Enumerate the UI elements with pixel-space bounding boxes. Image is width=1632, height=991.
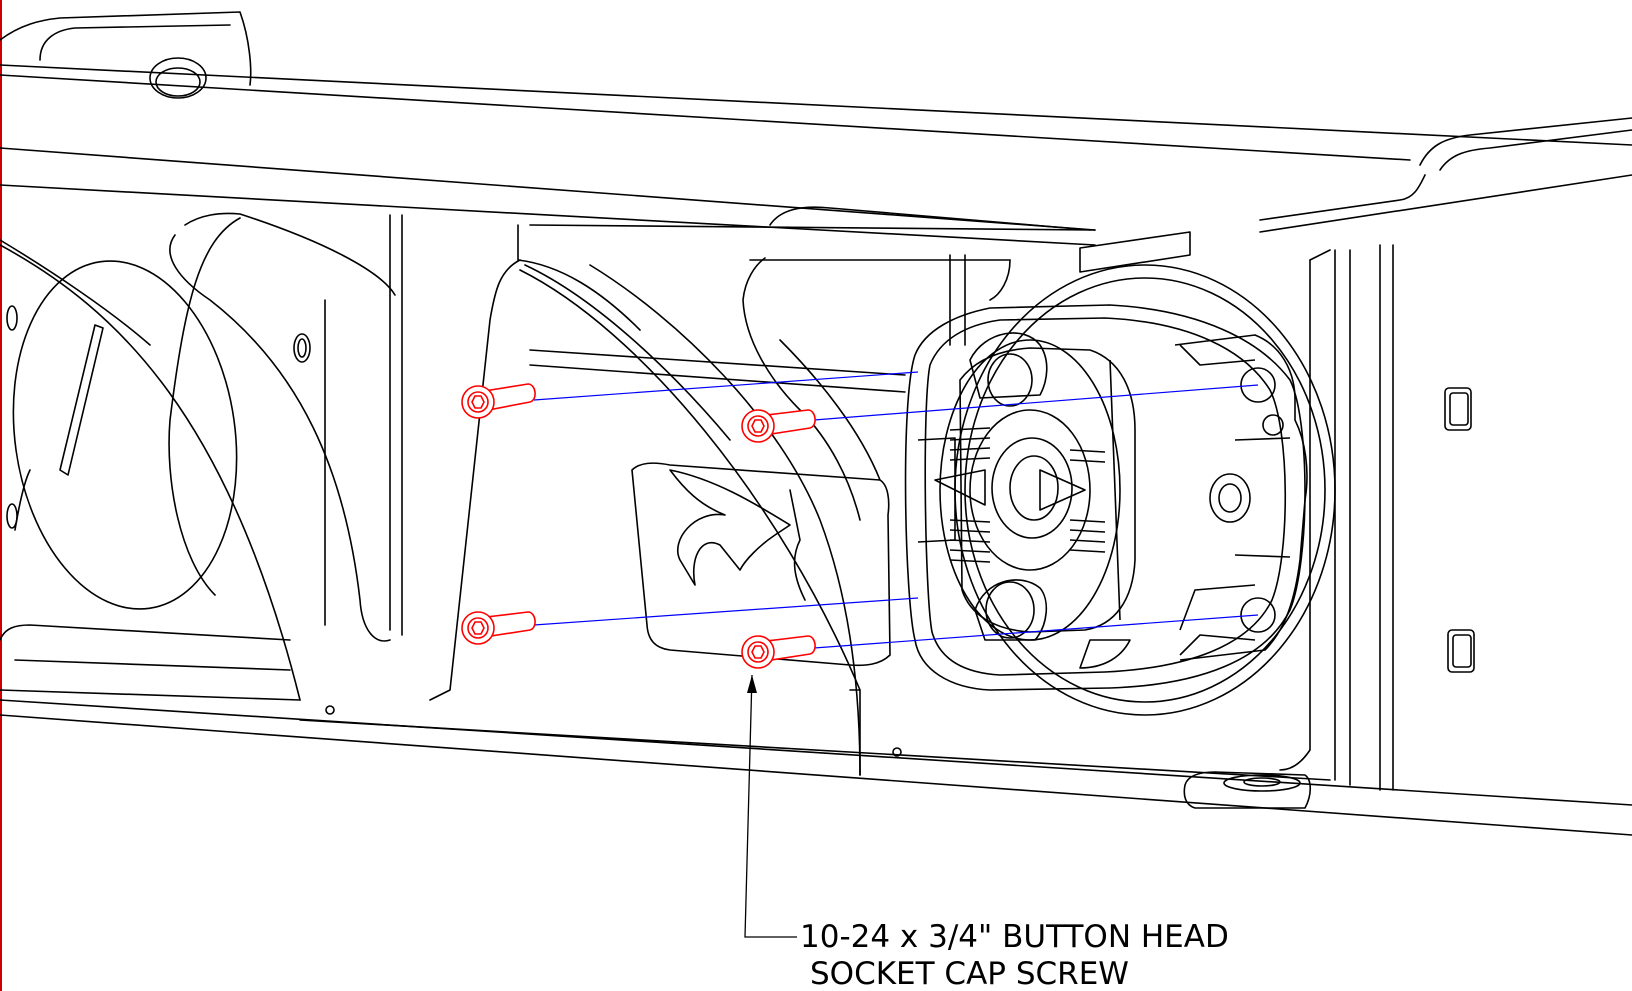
assembly-line-upper-left bbox=[533, 371, 919, 401]
screw-lower-left bbox=[461, 611, 536, 645]
callout-leader bbox=[744, 674, 797, 938]
assembly-line-lower-right bbox=[813, 614, 1259, 649]
fasteners bbox=[461, 383, 816, 669]
fog-light-assembly bbox=[904, 304, 1308, 691]
assembly-line-upper-right bbox=[813, 384, 1259, 421]
callout-arrowhead bbox=[747, 675, 757, 693]
bumper-frame bbox=[0, 11, 1632, 836]
screw-upper-right bbox=[741, 409, 816, 443]
assembly-lines bbox=[533, 371, 1259, 649]
callout-label-line2: SOCKET CAP SCREW bbox=[810, 956, 1129, 991]
callout-label-line1: 10-24 x 3/4" BUTTON HEAD bbox=[800, 919, 1229, 955]
screw-upper-left bbox=[461, 383, 536, 419]
assembly-line-lower-left bbox=[533, 597, 919, 626]
screw-lower-right bbox=[741, 635, 816, 669]
